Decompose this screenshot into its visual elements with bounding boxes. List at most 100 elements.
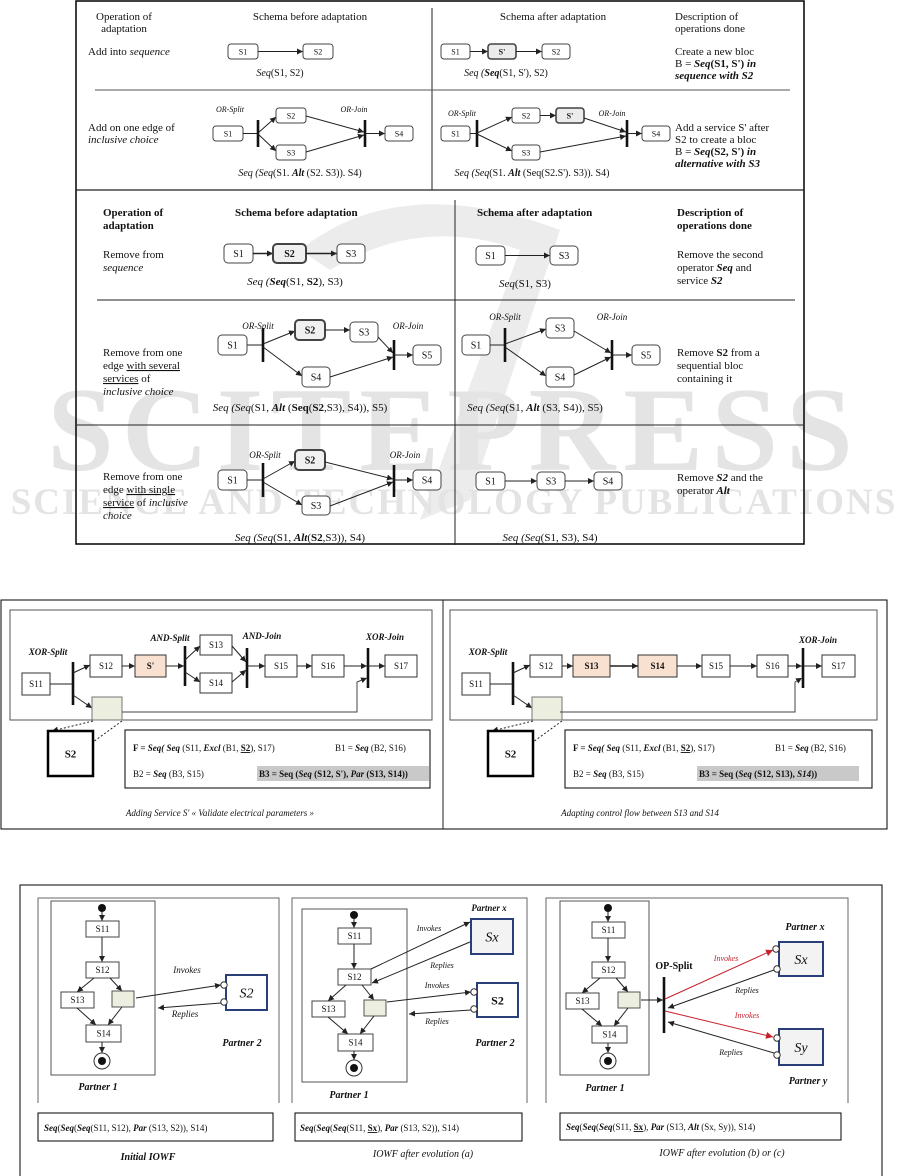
formula: F = Seq( Seq (S11, Excl (B1, S2), S17): [573, 743, 715, 753]
gateway-label: XOR-Split: [28, 647, 68, 657]
text-segment: (S1.: [273, 168, 292, 179]
description: Remove the second: [677, 249, 764, 261]
service-node-s5: S5: [412, 344, 442, 366]
operation-label: Add on one edge of: [88, 122, 175, 134]
formula: Seq (Seq(S1, S3), S4): [502, 532, 597, 544]
gateway-label: AND-Join: [242, 631, 282, 641]
flow-arrow: [231, 669, 247, 683]
operation-label: Remove from one: [103, 347, 183, 359]
text-segment: B2 =: [133, 769, 153, 779]
text-segment: Alt: [687, 1122, 700, 1132]
service-node-s2: S2: [511, 107, 541, 124]
service-node-s1: S1: [475, 245, 506, 266]
partner-1-lane: [301, 908, 408, 1083]
formula: B2 = Seq (B3, S15): [133, 769, 204, 779]
text-segment: Seq: [61, 1123, 75, 1133]
node-label: S14: [209, 678, 224, 688]
node-box: [541, 43, 571, 60]
service-node-s11: S11: [591, 921, 626, 939]
node-box: [46, 729, 95, 778]
text-segment: (S1.: [489, 168, 508, 179]
node-label: S11: [29, 679, 43, 689]
flow-arrow: [573, 356, 612, 376]
port-circle: [220, 981, 228, 989]
text-segment: Seq: [716, 262, 733, 274]
service-node-s5: S5: [631, 344, 661, 366]
service-node-s14: S14: [637, 654, 678, 678]
node-label: S3: [522, 148, 530, 157]
figure-caption: IOWF after evolution (b) or (c): [658, 1148, 785, 1159]
text-segment: Alt: [715, 485, 730, 497]
node-box: [294, 449, 326, 471]
formula: Seq(S1, S2): [256, 68, 303, 79]
node-label: S14: [348, 1038, 363, 1048]
flow-arrow: [107, 1006, 123, 1026]
flow-arrow: [329, 355, 394, 378]
text-segment: B =: [675, 146, 694, 158]
text-segment: (S1, S'), S2): [499, 68, 547, 79]
text-segment: Par: [133, 1123, 147, 1133]
service-node-s11: S11: [337, 927, 372, 945]
message-label: Invokes: [416, 924, 441, 933]
node-box: [511, 144, 541, 161]
service-node-s12: S12: [591, 961, 626, 979]
node-label: S1: [227, 476, 238, 487]
node-box: [275, 107, 307, 124]
formula: Seq(S1, S3): [499, 278, 551, 290]
flow-arrow: [92, 720, 123, 743]
operation-label: Remove from one: [103, 471, 183, 483]
node-label: Sx: [794, 953, 808, 968]
text-segment: Seq: [795, 743, 809, 753]
text-segment: (S12, S13),: [752, 769, 797, 779]
text-segment: (S13, S14)): [364, 769, 408, 779]
message-label: Invokes: [172, 965, 201, 975]
text-segment: S2: [241, 743, 251, 753]
formula: Seq(Seq(Seq(S11, Sx), Par (S13, S2)), S1…: [300, 1123, 459, 1133]
header-before: Schema before adaptation: [253, 11, 368, 23]
header-operation: Operation of: [103, 207, 164, 219]
text-segment: Seq (Seq: [502, 532, 541, 544]
port-circle: [220, 998, 228, 1006]
node-box: [821, 654, 856, 678]
port-circle: [773, 1051, 781, 1059]
node-label: S12: [95, 965, 109, 975]
service-node-s14: S14: [591, 1025, 628, 1044]
formula-box: [124, 729, 431, 789]
node-box: [778, 941, 824, 977]
header-before: Schema before adaptation: [235, 207, 358, 219]
description: B = Seq(S1, S') in: [675, 58, 756, 70]
text-segment: (S13,: [664, 1122, 688, 1132]
node-label: S5: [422, 351, 433, 362]
text-segment: with single: [127, 484, 176, 496]
flow-arrow: [262, 481, 303, 506]
service-node-s3: S3: [349, 321, 379, 343]
formula: F = Seq( Seq (S11, Excl (B1, S2), S17): [133, 743, 275, 753]
node-label: Sy: [794, 1041, 808, 1056]
text-segment: (Seq(S2.S'). S3)). S4): [520, 168, 609, 179]
gateway-label: OR-Join: [390, 450, 421, 460]
text-segment: B3 = Seq (: [259, 769, 298, 779]
node-label: S12: [99, 661, 113, 671]
formula: Seq (Seq(S1. Alt (Seq(S2.S'). S3)). S4): [455, 168, 610, 179]
node-box: [85, 1024, 122, 1043]
text-segment: (S11,: [620, 743, 643, 753]
node-box: [337, 968, 372, 986]
formula-box: [564, 729, 873, 789]
flow-arrow: [581, 1008, 603, 1027]
port-circle: [470, 988, 478, 996]
text-segment: service: [103, 497, 134, 509]
text-segment: Seq: [298, 769, 312, 779]
text-segment: (B1,: [220, 743, 240, 753]
text-segment: sequence: [130, 46, 170, 58]
node-label: S3: [311, 501, 322, 512]
flow-arrow: [377, 336, 394, 354]
node-box: [199, 672, 233, 694]
formula-box: [37, 1112, 274, 1142]
text-segment: (B3, S15): [607, 769, 644, 779]
node-label: S11: [602, 925, 616, 935]
text-segment: of: [134, 497, 149, 509]
service-node-s4: S4: [384, 125, 414, 142]
gateway-label: OR-Join: [393, 321, 424, 331]
text-segment: Seq: [355, 743, 369, 753]
flow-arrow: [476, 133, 513, 152]
